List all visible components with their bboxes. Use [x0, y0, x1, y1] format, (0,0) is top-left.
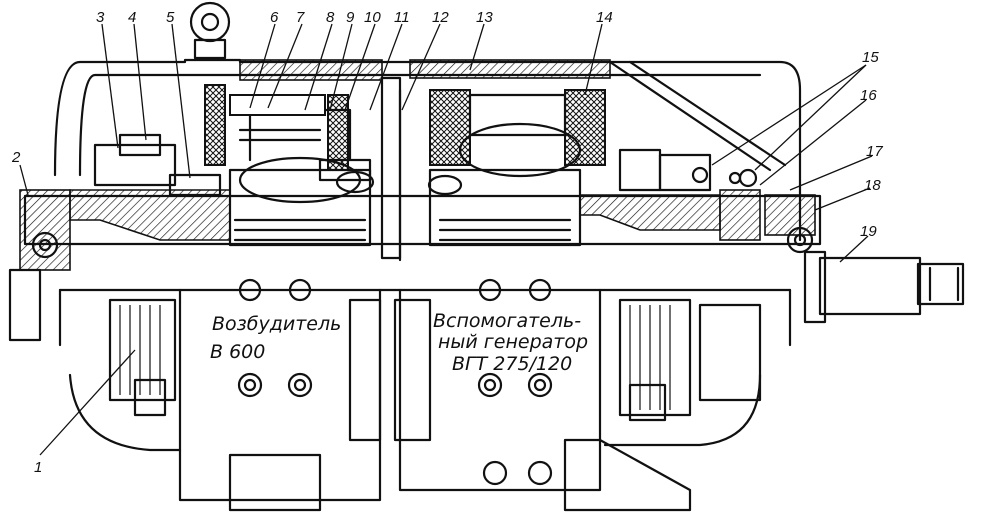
exciter-caption-line1: Возбудитель	[212, 313, 341, 335]
callout-3: 3	[96, 9, 105, 26]
exciter-machine	[204, 84, 375, 247]
callout-15: 15	[862, 49, 879, 66]
callout-8: 8	[326, 9, 335, 26]
callout-16: 16	[860, 87, 877, 104]
lifting-eye	[189, 1, 231, 60]
callout-19: 19	[860, 223, 877, 240]
callout-numbers: 3 4 5 6 7 8 9 10 11 12 13 14 15 16 17 18…	[11, 9, 883, 476]
callout-4: 4	[128, 9, 136, 26]
frame-outline	[53, 58, 802, 242]
callout-10: 10	[364, 9, 381, 26]
callout-6: 6	[270, 9, 279, 26]
leader-lines	[19, 23, 873, 456]
callout-5: 5	[166, 9, 175, 26]
bolt-holes	[237, 278, 553, 486]
aux-caption-line3: ВГТ 275/120	[452, 353, 572, 375]
callout-2: 2	[11, 149, 21, 166]
callout-9: 9	[346, 9, 355, 26]
callout-12: 12	[432, 9, 449, 26]
aux-generator	[427, 89, 721, 247]
callout-13: 13	[476, 9, 493, 26]
callout-14: 14	[596, 9, 613, 26]
brush-gear-right	[618, 298, 762, 422]
callout-17: 17	[866, 143, 883, 160]
exciter-caption-line2: В 600	[210, 341, 265, 363]
right-bearing	[618, 148, 816, 254]
callout-1: 1	[34, 459, 42, 476]
aux-caption-line2: ный генератор	[438, 331, 588, 353]
left-end-shield	[8, 133, 231, 342]
callout-18: 18	[864, 177, 881, 194]
callout-7: 7	[296, 9, 305, 26]
brush-gear-left	[108, 298, 177, 417]
middle-partition	[380, 76, 402, 262]
aux-caption-line1: Вспомогатель-	[433, 310, 581, 332]
side-panels	[348, 298, 432, 442]
callout-11: 11	[394, 9, 410, 26]
